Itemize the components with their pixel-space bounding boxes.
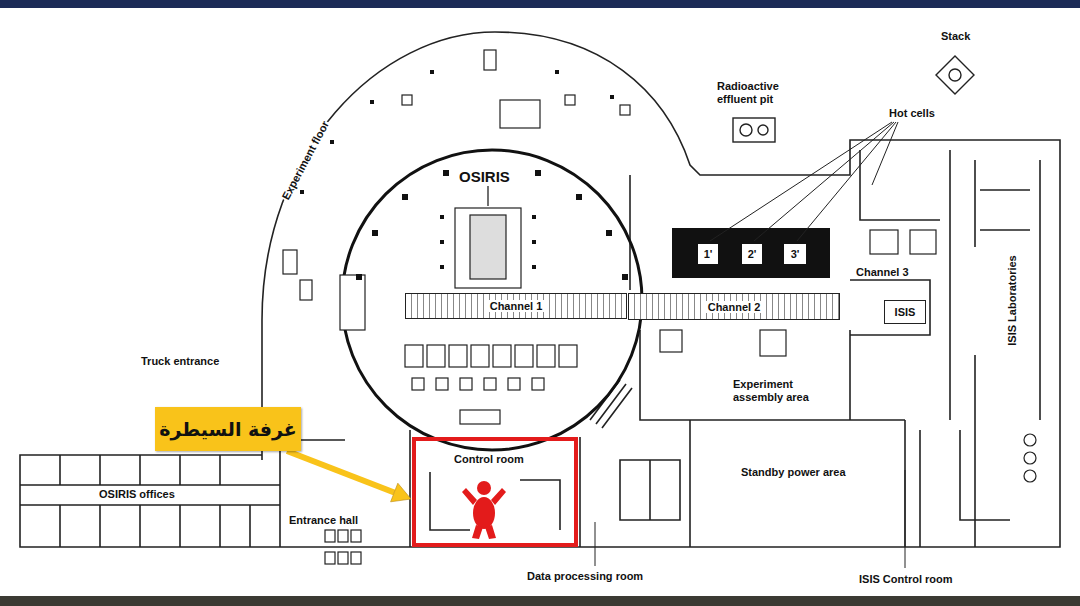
area-label: Stack: [940, 30, 971, 43]
area-label: ISIS Control room: [858, 573, 954, 586]
area-label: Channel 3: [855, 266, 910, 279]
hot-cell-box: 3': [783, 243, 807, 265]
node-text: غرفة السيطرة: [159, 418, 297, 440]
channel-band: Channel 1: [405, 293, 627, 319]
node-text: Channel 2: [704, 301, 765, 313]
node-text: 3': [791, 248, 800, 260]
leader-lines: [595, 122, 905, 568]
area-label: Experiment floor: [278, 117, 331, 202]
hot-cell-block: [672, 228, 830, 278]
isis-box: ISIS: [884, 300, 926, 324]
area-label: ISIS Laboratories: [1006, 254, 1019, 346]
node-text: Channel 1: [486, 300, 547, 312]
highlight-box: Control room: [412, 437, 578, 547]
area-label: Hot cells: [888, 107, 936, 120]
columns: [300, 70, 628, 280]
equipment: [283, 50, 936, 424]
hot-cell-box: 2': [741, 243, 763, 265]
area-label: OSIRIS offices: [98, 488, 176, 501]
arrow-head: [391, 483, 411, 502]
area-label: Experiment assembly area: [732, 378, 826, 404]
area-label: Standby power area: [740, 466, 847, 479]
walls: [20, 32, 1060, 547]
callout-arrow: [287, 451, 411, 502]
node-text: ISIS: [895, 306, 916, 318]
node-text: Control room: [452, 453, 526, 465]
person-icon: [462, 481, 506, 539]
area-label: Radioactive effluent pit: [716, 80, 798, 106]
stack-symbol: [936, 56, 974, 94]
reactor-hall: [342, 150, 642, 450]
node-text: 1': [704, 248, 713, 260]
bottom-strip: [0, 596, 1080, 606]
arrow-shaft: [287, 451, 394, 493]
top-bar: [0, 0, 1080, 8]
channel-band: Channel 2: [628, 293, 840, 320]
leader-line: [487, 186, 488, 206]
hot-cell-box: 1': [697, 243, 719, 265]
area-label: Data processing room: [526, 570, 644, 583]
node-text: 2': [748, 248, 757, 260]
entrance-steps: [325, 530, 361, 564]
area-label: Entrance hall: [288, 514, 359, 527]
effluent-pit: [733, 118, 775, 142]
isis-symbols: [1024, 434, 1036, 482]
callout-box: غرفة السيطرة: [155, 407, 301, 451]
area-label: Truck entrance: [140, 355, 220, 368]
area-label: OSIRIS: [458, 168, 511, 186]
